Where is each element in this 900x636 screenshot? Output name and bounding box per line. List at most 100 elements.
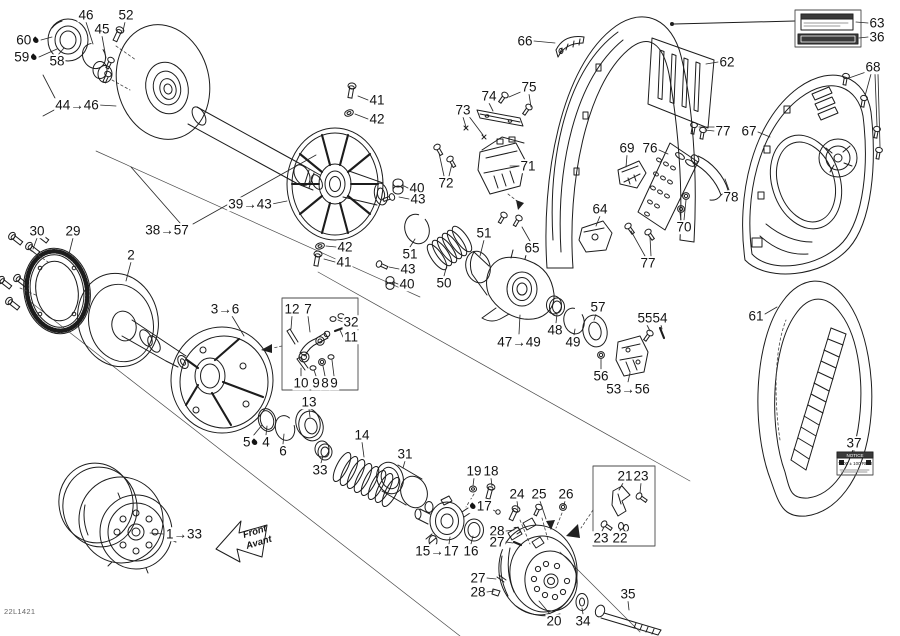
- leader-line: [488, 507, 496, 512]
- leader-line: [265, 425, 268, 436]
- springs-and-rings: [404, 213, 608, 348]
- leader-line: [331, 359, 335, 377]
- leader-line: [40, 36, 53, 41]
- leader-line: [627, 372, 631, 383]
- separator-lines: [27, 150, 691, 636]
- leader-line: [855, 21, 869, 24]
- leader-line: [508, 90, 524, 98]
- clutch-sheave: [77, 272, 189, 369]
- leader-line: [877, 73, 881, 148]
- leader-lines: [32, 21, 881, 615]
- belt-guard: [545, 16, 715, 269]
- leader-line: [858, 36, 869, 39]
- leader-line: [660, 324, 663, 330]
- leader-line: [398, 196, 410, 200]
- leader-line: [627, 600, 630, 611]
- leader-line: [658, 149, 669, 155]
- leader-line: [192, 154, 317, 225]
- leader-line: [470, 535, 474, 545]
- movable-half-assembly: [498, 502, 662, 636]
- leader-line: [462, 116, 467, 128]
- leader-line: [402, 460, 406, 469]
- leader-line: [555, 313, 558, 324]
- leader-line: [538, 600, 551, 615]
- leader-line: [539, 500, 547, 520]
- leader-line: [593, 313, 597, 321]
- leader-line: [443, 264, 448, 277]
- leader-line: [505, 529, 515, 532]
- leader-line: [68, 237, 74, 255]
- leader-line: [601, 526, 605, 532]
- leader-line: [308, 408, 311, 418]
- leader-line: [649, 236, 652, 257]
- leader-line: [322, 365, 326, 377]
- leader-line: [130, 166, 181, 224]
- leader-line: [757, 131, 771, 138]
- leader-line: [528, 93, 532, 108]
- leader-line: [581, 607, 584, 615]
- inset-lever-arm: [261, 297, 359, 391]
- leader-line: [764, 306, 778, 315]
- ring-gear: [0, 228, 91, 335]
- leader-line: [518, 314, 521, 335]
- leader-line: [392, 281, 399, 285]
- leader-line: [42, 108, 57, 117]
- leader-line: [323, 258, 336, 263]
- guard-brackets: [432, 90, 729, 253]
- leader-line: [361, 441, 365, 458]
- leader-line: [516, 500, 519, 510]
- leader-line: [488, 102, 494, 112]
- drive-belt: [757, 280, 873, 517]
- leader-line: [618, 482, 624, 491]
- leader-line: [125, 261, 132, 282]
- leader-line: [448, 536, 451, 545]
- leader-line: [388, 266, 400, 270]
- leader-line: [505, 541, 514, 544]
- leader-line: [472, 477, 475, 487]
- leader-line: [486, 590, 495, 593]
- leader-line: [409, 238, 416, 248]
- leader-line: [705, 61, 719, 65]
- inset-lever-bracket: [566, 465, 656, 547]
- leader-line: [448, 163, 453, 177]
- leader-line: [57, 47, 65, 56]
- leader-line: [479, 239, 485, 257]
- leader-line: [85, 21, 94, 45]
- notice-sticker-body: 7900 ± 100 RPM: [838, 461, 872, 466]
- pulley-cover: [742, 72, 884, 275]
- leader-line: [521, 226, 531, 242]
- leader-line: [403, 185, 409, 189]
- figure-code: 22L1421: [4, 607, 36, 616]
- governor-cup: [469, 249, 555, 322]
- leader-line: [683, 199, 687, 221]
- leader-line: [848, 71, 867, 79]
- leader-line: [724, 178, 730, 191]
- leader-line: [354, 113, 369, 120]
- leader-line: [38, 48, 58, 58]
- front-direction-arrow: Front Avant: [215, 520, 274, 563]
- clutch-drum: [170, 326, 274, 434]
- leader-line: [320, 455, 324, 464]
- sliding-sheave-wheel: [286, 81, 404, 290]
- leader-line: [438, 152, 445, 177]
- leader-line: [467, 114, 484, 136]
- notice-sticker-header: NOTICE: [846, 453, 863, 458]
- leader-line: [874, 73, 878, 127]
- leader-line: [704, 129, 715, 132]
- leader-line: [490, 477, 493, 487]
- leader-line: [630, 230, 646, 257]
- leader-line: [325, 245, 337, 248]
- assembled-pulley: [58, 462, 177, 574]
- leader-line: [149, 532, 164, 535]
- leader-line: [679, 212, 682, 221]
- decal-labels: NOTICE 7900 ± 100 RPM: [670, 9, 874, 476]
- leader-line: [252, 424, 263, 437]
- leader-line: [313, 369, 317, 377]
- leader-line: [98, 104, 117, 107]
- leader-line: [337, 319, 344, 323]
- leader-line: [595, 215, 601, 227]
- leader-line: [357, 95, 369, 101]
- roller-clutch: [414, 482, 523, 597]
